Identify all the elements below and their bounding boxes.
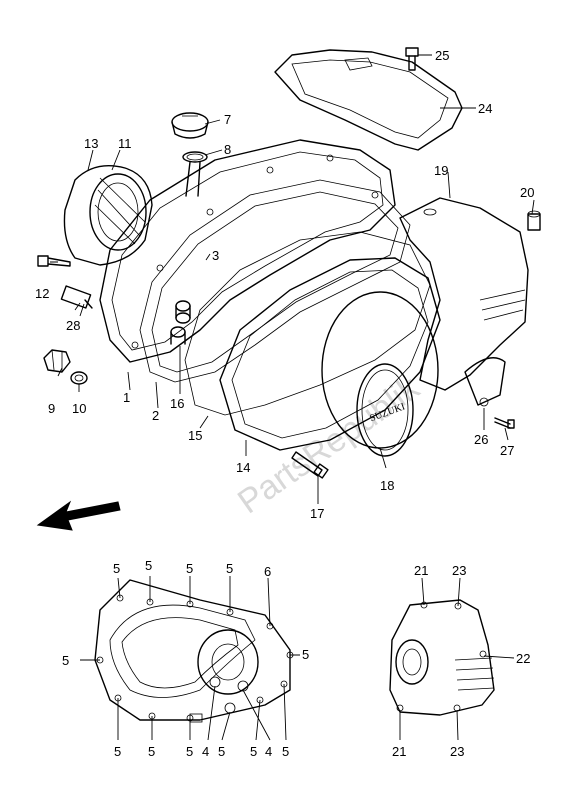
callout-18: 18: [380, 478, 394, 493]
clutch-cover-screw-layout: [94, 579, 294, 723]
leader-lines-bottom-left: [80, 576, 300, 741]
o-ring-8: [182, 151, 208, 163]
callout-5-top-4: 5: [226, 561, 233, 576]
callout-16: 16: [170, 396, 184, 411]
callout-6: 6: [264, 564, 271, 579]
callout-19: 19: [434, 163, 448, 178]
callout-13: 13: [84, 136, 98, 151]
callout-5-bottom-1: 5: [114, 744, 121, 759]
callout-21-bottom: 21: [392, 744, 406, 759]
callout-5-right: 5: [302, 647, 309, 662]
callout-28: 28: [66, 318, 80, 333]
front-direction-arrow: [36, 500, 121, 531]
dowel-pins-16: [170, 300, 191, 345]
callout-12: 12: [35, 286, 49, 301]
oil-filler-cap: [171, 112, 209, 139]
callout-25: 25: [435, 48, 449, 63]
callout-2: 2: [152, 408, 159, 423]
callout-20: 20: [520, 185, 534, 200]
callout-26: 26: [474, 432, 488, 447]
magneto-cover-14: [219, 257, 441, 451]
drain-plug-9: [43, 349, 71, 373]
callout-10: 10: [72, 401, 86, 416]
o-ring-8-inner: [186, 153, 204, 161]
sprocket-cover-19: [399, 197, 529, 391]
callout-14: 14: [236, 460, 250, 475]
callout-5-bottom-4: 5: [218, 744, 225, 759]
callout-3: 3: [212, 248, 219, 263]
washer-10-hole: [74, 374, 84, 382]
callout-23-top: 23: [452, 563, 466, 578]
callout-7: 7: [224, 112, 231, 127]
callout-8: 8: [224, 142, 231, 157]
clutch-cover-1: [99, 139, 396, 363]
dipstick-tube: [185, 161, 201, 197]
callout-4-a: 4: [202, 744, 209, 759]
callout-27: 27: [500, 443, 514, 458]
sprocket-cover-screw-layout: [389, 599, 495, 716]
callout-9: 9: [48, 401, 55, 416]
callout-22: 22: [516, 651, 530, 666]
sensor-28: [60, 285, 93, 309]
gasket-2: [139, 179, 411, 383]
leader-lines-bottom-right: [399, 577, 515, 741]
left-outer-cover: [63, 165, 153, 266]
callout-5-top-1: 5: [113, 561, 120, 576]
callout-5-bottom-3: 5: [186, 744, 193, 759]
callout-23-bottom: 23: [450, 744, 464, 759]
callout-4-b: 4: [265, 744, 272, 759]
screw-27: [494, 417, 515, 429]
callout-21-top: 21: [414, 563, 428, 578]
callout-15: 15: [188, 428, 202, 443]
top-cover-plate: [274, 49, 463, 151]
callout-5-top-2: 5: [145, 558, 152, 573]
cap-26: [464, 357, 506, 407]
leader-lines-top: [50, 54, 535, 504]
gasket-15: [184, 231, 431, 416]
callout-1: 1: [123, 390, 130, 405]
callout-5-bottom-5: 5: [250, 744, 257, 759]
callout-5-left: 5: [62, 653, 69, 668]
washer-10: [70, 371, 88, 385]
callout-5-top-3: 5: [186, 561, 193, 576]
bolt-25: [405, 47, 419, 71]
callout-11: 11: [118, 136, 132, 151]
pin-20: [527, 210, 541, 231]
callout-17: 17: [310, 506, 324, 521]
callout-5-bottom-6: 5: [282, 744, 289, 759]
callout-5-bottom-2: 5: [148, 744, 155, 759]
bolt-12: [37, 255, 71, 267]
callout-24: 24: [478, 101, 492, 116]
